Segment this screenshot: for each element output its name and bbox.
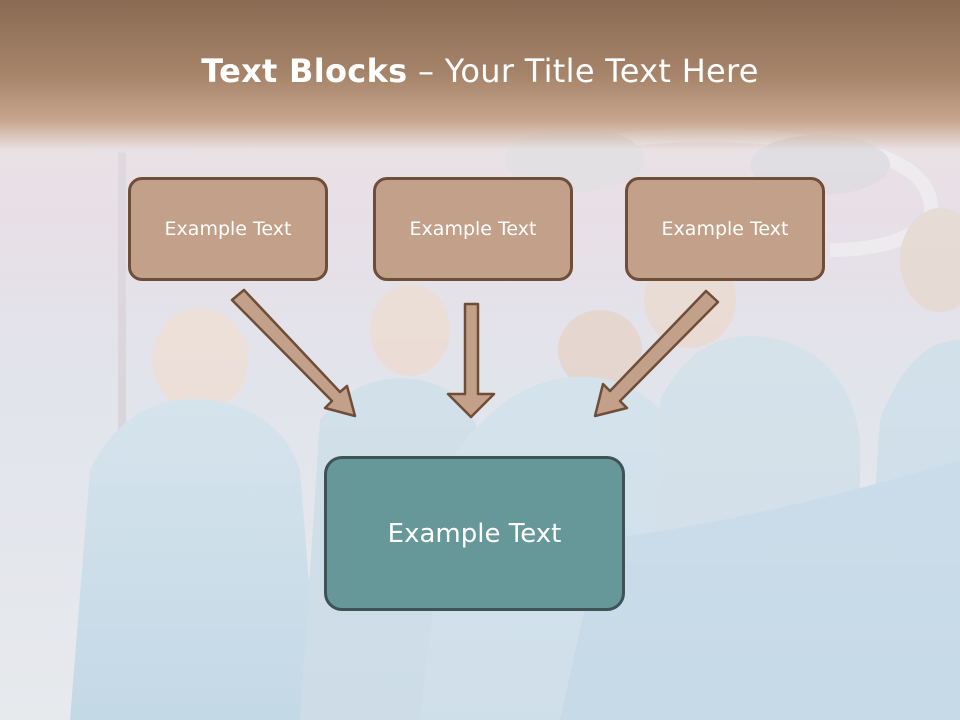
title-rest-text: Your Title Text Here <box>444 52 759 90</box>
text-block-1-label: Example Text <box>164 218 292 240</box>
arrow-right-down-left <box>593 289 720 418</box>
slide-title[interactable]: Text Blocks – Your Title Text Here <box>0 52 960 90</box>
title-bar <box>0 0 960 150</box>
main-text-block-label: Example Text <box>387 518 562 549</box>
arrow-left-down-right <box>230 288 357 418</box>
text-block-2-label: Example Text <box>409 218 537 240</box>
title-bold-text: Text Blocks <box>201 52 408 90</box>
text-block-3-label: Example Text <box>661 218 789 240</box>
text-block-1[interactable]: Example Text <box>128 177 328 281</box>
text-block-3[interactable]: Example Text <box>625 177 825 281</box>
text-block-2[interactable]: Example Text <box>373 177 573 281</box>
title-separator: – <box>407 52 445 90</box>
arrow-down <box>446 302 496 419</box>
main-text-block[interactable]: Example Text <box>324 456 625 611</box>
